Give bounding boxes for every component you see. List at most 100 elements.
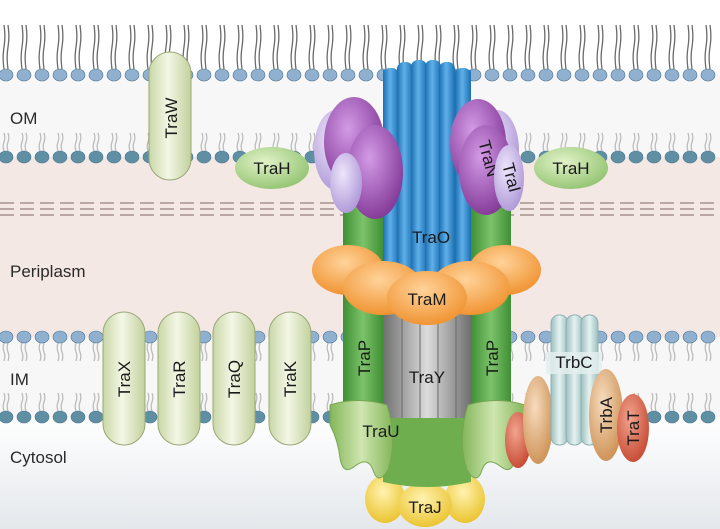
lipid-head <box>88 68 104 82</box>
lipid-head <box>322 68 338 82</box>
lipid-tail <box>110 132 118 152</box>
region-label-cytosol: Cytosol <box>10 448 67 467</box>
lipid-head <box>628 150 644 164</box>
lipid-tail <box>614 132 622 152</box>
lipid-tail <box>542 24 550 70</box>
lipid-tail <box>650 392 658 412</box>
lipid-tail <box>470 24 478 70</box>
trah-left-protein: TraH <box>235 147 309 189</box>
lipid-tail <box>74 132 82 152</box>
trak-protein: TraK <box>268 311 312 446</box>
lipid-head <box>574 68 590 82</box>
lipid-head <box>646 150 662 164</box>
lipid-head <box>70 330 86 344</box>
lipid-tail <box>308 24 316 70</box>
lipid-tail <box>200 392 208 412</box>
lipid-tail <box>56 392 64 412</box>
trah-right-protein: TraH <box>534 147 608 189</box>
lipid-tail <box>2 392 10 412</box>
lipid-head <box>700 150 716 164</box>
svg-text:TraY: TraY <box>409 368 445 387</box>
lipid-head <box>34 68 50 82</box>
lipid-head <box>628 68 644 82</box>
lipid-head <box>682 330 698 344</box>
trba-protein: TrbA <box>589 369 623 461</box>
lipid-tail <box>218 132 226 152</box>
lipid-head <box>646 330 662 344</box>
lipid-head <box>268 68 284 82</box>
lipid-head <box>700 410 716 424</box>
lipid-tail <box>92 24 100 70</box>
auxiliary-tan-protein <box>523 376 553 464</box>
lipid-tail <box>524 24 532 70</box>
lipid-head <box>682 68 698 82</box>
lipid-head <box>34 150 50 164</box>
svg-text:TraH: TraH <box>552 159 589 178</box>
trax-protein: TraX <box>102 311 146 446</box>
lipid-tail <box>254 342 262 362</box>
lipid-tail <box>686 342 694 362</box>
lipid-head <box>646 410 662 424</box>
lipid-tail <box>632 342 640 362</box>
traj-protein: TraJ <box>365 475 485 527</box>
lipid-head <box>124 150 140 164</box>
lipid-head <box>88 330 104 344</box>
lipid-head <box>214 150 230 164</box>
lipid-tail <box>668 342 676 362</box>
svg-text:TraP: TraP <box>483 340 502 376</box>
lipid-tail <box>128 24 136 70</box>
svg-text:TraK: TraK <box>281 360 300 397</box>
lipid-head <box>538 68 554 82</box>
lipid-head <box>196 68 212 82</box>
lipid-tail <box>542 132 550 152</box>
lipid-tail <box>74 342 82 362</box>
lipid-tail <box>56 24 64 70</box>
lipid-head <box>610 68 626 82</box>
lipid-head <box>88 410 104 424</box>
lipid-tail <box>560 24 568 70</box>
lipid-head <box>70 68 86 82</box>
left-purple-cluster <box>314 97 403 219</box>
lipid-head <box>250 68 266 82</box>
lipid-head <box>52 410 68 424</box>
svg-text:TrbA: TrbA <box>597 396 616 433</box>
lipid-tail <box>632 24 640 70</box>
lipid-tail <box>200 342 208 362</box>
lipid-head <box>0 68 14 82</box>
svg-text:TraW: TraW <box>162 98 181 139</box>
lipid-tail <box>290 24 298 70</box>
lipid-tail <box>146 342 154 362</box>
lipid-tail <box>524 342 532 362</box>
lipid-tail <box>344 24 352 70</box>
trai-protein: TraI <box>494 145 524 211</box>
lipid-head <box>682 410 698 424</box>
lipid-tail <box>272 24 280 70</box>
lipid-tail <box>704 342 712 362</box>
lipid-head <box>214 68 230 82</box>
svg-text:TraR: TraR <box>170 360 189 397</box>
lipid-tail <box>326 24 334 70</box>
lipid-head <box>16 68 32 82</box>
lipid-tail <box>596 132 604 152</box>
svg-text:TraO: TraO <box>412 228 450 247</box>
lipid-tail <box>650 24 658 70</box>
lipid-head <box>16 410 32 424</box>
lipid-head <box>322 330 338 344</box>
lipid-tail <box>668 392 676 412</box>
lipid-tail <box>362 24 370 70</box>
svg-text:TraM: TraM <box>407 290 446 309</box>
lipid-tail <box>20 132 28 152</box>
lipid-head <box>16 330 32 344</box>
lipid-tail <box>92 342 100 362</box>
lipid-head <box>88 150 104 164</box>
lipid-tail <box>200 24 208 70</box>
lipid-tail <box>38 132 46 152</box>
lipid-tail <box>254 24 262 70</box>
lipid-head <box>628 330 644 344</box>
lipid-head <box>646 68 662 82</box>
lipid-tail <box>650 342 658 362</box>
lipid-tail <box>704 392 712 412</box>
lipid-head <box>340 68 356 82</box>
lipid-head <box>106 68 122 82</box>
lipid-tail <box>506 24 514 70</box>
